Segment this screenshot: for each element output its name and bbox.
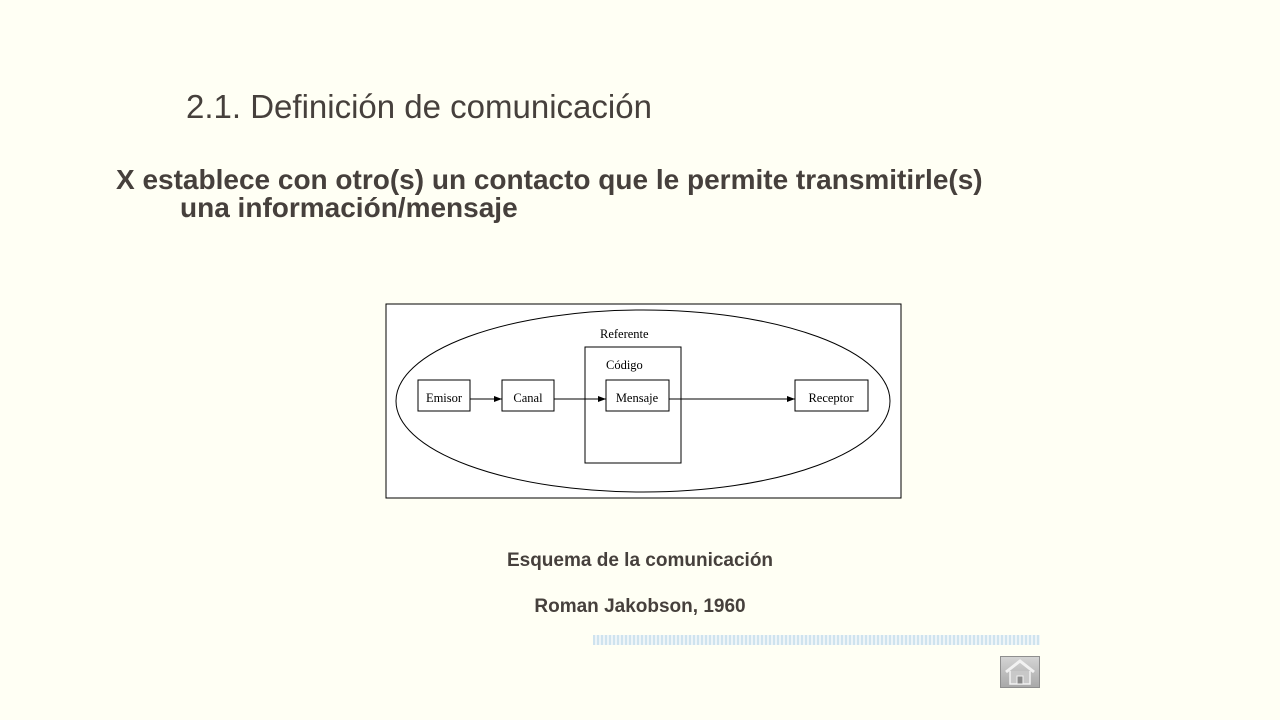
statement-line-1: X establece con otro(s) un contacto que … <box>116 164 983 195</box>
emisor-box <box>417 379 471 412</box>
home-icon <box>1005 659 1035 685</box>
label-codigo: Código <box>606 358 643 372</box>
diagram-caption-author: Roman Jakobson, 1960 <box>534 596 746 617</box>
definition-statement: X establece con otro(s) un contacto que … <box>116 166 1216 222</box>
home-button[interactable] <box>1000 656 1040 688</box>
decorative-bar <box>593 635 1040 645</box>
canal-box <box>501 379 555 412</box>
slide-title: 2.1. Definición de comunicación <box>186 88 652 125</box>
communication-diagram: Referente Código Emisor Canal Mensaje Re… <box>385 303 902 499</box>
context-ellipse <box>395 309 891 493</box>
label-canal: Canal <box>513 391 543 405</box>
diagram-frame <box>385 303 902 499</box>
mensaje-box <box>605 379 670 412</box>
label-emisor: Emisor <box>426 391 463 405</box>
label-referente: Referente <box>600 327 649 341</box>
label-mensaje: Mensaje <box>616 391 659 405</box>
receptor-box <box>794 379 869 412</box>
diagram-caption-title: Esquema de la comunicación <box>506 550 774 571</box>
statement-line-2: una información/mensaje <box>180 192 518 223</box>
label-receptor: Receptor <box>808 391 854 405</box>
codigo-box <box>584 346 682 464</box>
